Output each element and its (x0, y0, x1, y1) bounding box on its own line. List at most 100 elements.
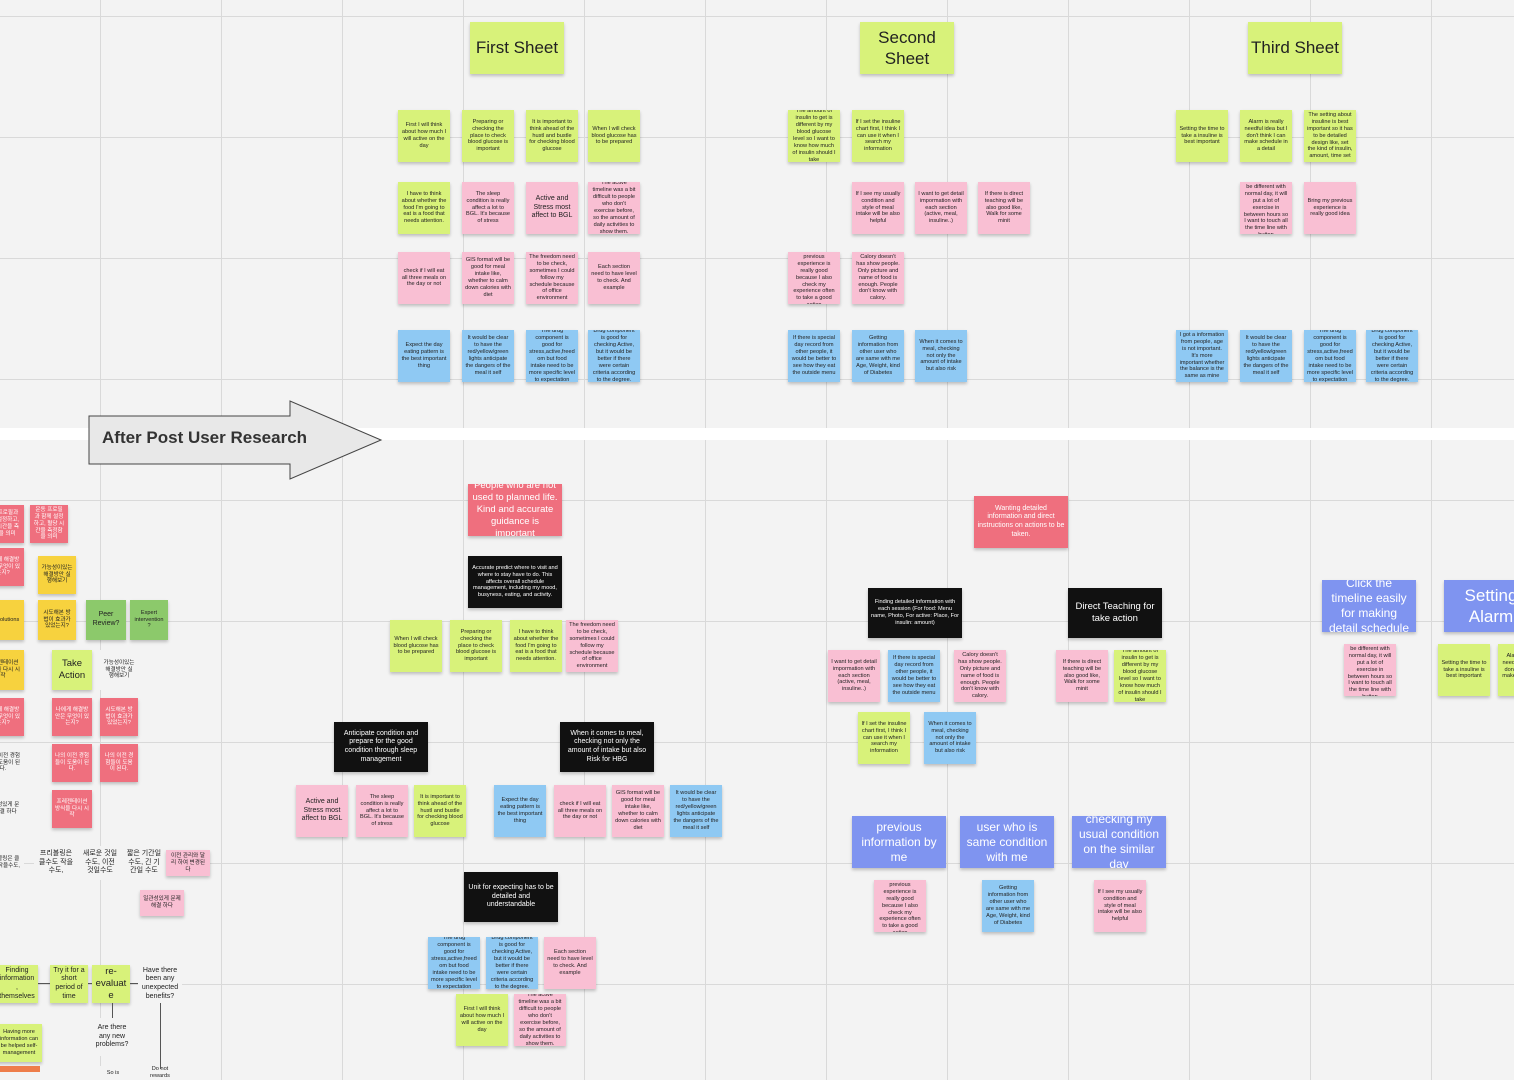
sticky-note[interactable]: It would be clear to have the red/yellow… (670, 785, 722, 837)
sticky-note[interactable]: Active and Stress most affect to BGL (526, 182, 578, 234)
cluster-heading[interactable]: Unit for expecting has to be detailed an… (464, 872, 558, 922)
sticky-note[interactable]: 운동 프로필과 함께 설정하고, 혈당 시간을 측정함을 의미 (0, 505, 24, 543)
sticky-note[interactable]: The freedom need to be check, sometimes … (526, 252, 578, 304)
sticky-note[interactable]: Each section need to have level to check… (544, 937, 596, 989)
second-sheet-heading[interactable]: Second Sheet (860, 22, 954, 74)
sticky-note[interactable]: Bring my previous experience is really g… (1304, 182, 1356, 234)
sticky-note[interactable]: The sleep condition is really affect a l… (356, 785, 408, 837)
sticky-note[interactable]: 프리볼링은 클수도 작을수도, (34, 846, 78, 880)
sticky-note[interactable]: 프레젠테이션 방식을 다시 시작 (0, 650, 24, 690)
sticky-note[interactable]: Calory doesn't has show people. Only pic… (954, 650, 1006, 702)
cluster-heading[interactable]: When it comes to meal, checking not only… (560, 722, 654, 772)
sticky-note[interactable]: If there is direct teaching will be also… (1056, 650, 1108, 702)
sticky-note[interactable]: 일관성있게 문제해결 하다 (0, 790, 24, 828)
flow-node[interactable]: Have there been any unexpected benefits? (138, 965, 182, 1003)
flow-node[interactable]: Do not rewards (140, 1066, 180, 1080)
sticky-note[interactable]: If there is direct teaching will be also… (978, 182, 1030, 234)
flow-node[interactable]: So is (98, 1066, 128, 1080)
cluster-heading[interactable]: Anticipate condition and prepare for the… (334, 722, 428, 772)
sticky-note[interactable]: First I will think about how much I will… (398, 110, 450, 162)
sticky-note[interactable]: Calory doesn't has show people. Only pic… (852, 252, 904, 304)
sticky-note[interactable]: Alarm is really needful idea but I don't… (1498, 644, 1514, 696)
flow-node[interactable]: Try it for a short period of time (50, 965, 88, 1003)
cluster-heading[interactable]: Click the timeline easily for making det… (1322, 580, 1416, 632)
sticky-note[interactable]: 시도해본 방법이 효과가 있었는지? (100, 698, 138, 736)
sticky-note[interactable]: 이전 관리와 달리 하여 변경된다 (166, 850, 210, 876)
sticky-note[interactable]: I have to think about whether the food I… (510, 620, 562, 672)
flow-node[interactable]: re-evaluate (92, 965, 130, 1003)
sticky-note[interactable]: 일관성있게 문제해결 하다 (140, 890, 184, 916)
cluster-heading[interactable]: Finding detailed information with each s… (868, 588, 962, 638)
cluster-heading[interactable]: Accurate predict where to visit and wher… (468, 556, 562, 608)
arrow-shape[interactable] (88, 400, 384, 484)
sticky-note[interactable]: Expect the day eating pattern is the bes… (398, 330, 450, 382)
sticky-note[interactable]: check if I will eat all three meals on t… (398, 252, 450, 304)
take-action-note[interactable]: Take Action (52, 650, 92, 690)
sticky-note[interactable]: If the alarms will be different with nor… (1344, 644, 1396, 696)
sticky-note[interactable]: Each section need to have level to check… (588, 252, 640, 304)
sticky-note[interactable]: Preparing or checking the place to check… (462, 110, 514, 162)
sticky-note[interactable]: The amount of insulin to get is differen… (788, 110, 840, 162)
sticky-note[interactable]: Drug component is good for checking Acti… (1366, 330, 1418, 382)
sticky-note[interactable]: Preparing or checking the place to check… (450, 620, 502, 672)
sticky-note[interactable]: Drug component is good for checking Acti… (486, 937, 538, 989)
sticky-note[interactable]: It would be clear to have the red/yellow… (1240, 330, 1292, 382)
third-sheet-heading[interactable]: Third Sheet (1248, 22, 1342, 74)
first-sheet-heading[interactable]: First Sheet (470, 22, 564, 74)
flow-node[interactable]: Are there any new problems? (92, 1018, 132, 1056)
sticky-note[interactable]: 나에게 해결방안은 무엇이 있는지? (0, 548, 24, 586)
sticky-note[interactable]: Drug component is good for checking Acti… (588, 330, 640, 382)
sticky-note[interactable]: I have to think about whether the food I… (398, 182, 450, 234)
cluster-heading[interactable]: Wanting detailed information and direct … (974, 496, 1068, 548)
sticky-note[interactable]: I want to get detail impormation with ea… (915, 182, 967, 234)
sticky-note[interactable]: It is important to think ahead of the hu… (526, 110, 578, 162)
sticky-note[interactable]: When it comes to meal, checking not only… (915, 330, 967, 382)
sticky-note[interactable]: 나의 이전 경험들이 도움이 된다. (100, 744, 138, 782)
sticky-note[interactable]: The freedom need to be check, sometimes … (566, 620, 618, 672)
sticky-note[interactable]: If the alarms will be different with nor… (1240, 182, 1292, 234)
cluster-heading[interactable]: Setting Alarm (1444, 580, 1514, 632)
sticky-note[interactable]: Expect the day eating pattern is the bes… (494, 785, 546, 837)
cluster-heading[interactable]: previous information by me (852, 816, 946, 868)
sticky-note[interactable]: Showing my previous experience is really… (874, 880, 926, 932)
sticky-note[interactable]: Getting information from other user who … (852, 330, 904, 382)
sticky-note[interactable]: The drug component is good for stress,ac… (526, 330, 578, 382)
sticky-note[interactable]: When it comes to meal, checking not only… (924, 712, 976, 764)
sticky-note[interactable]: If I set the insuline chart first, I thi… (852, 110, 904, 162)
sticky-note[interactable]: 시도해본 방법이 효과가 있었는지? (38, 600, 76, 640)
sticky-note[interactable]: 짧은 기간일 수도, 긴 기간일 수도 (122, 846, 166, 880)
sticky-note[interactable]: The sleep condition is really affect a l… (462, 182, 514, 234)
sticky-note[interactable]: 나에게 해결방안은 무엇이 있는지? (52, 698, 92, 736)
sticky-note[interactable]: The active timeline was a bit difficult … (588, 182, 640, 234)
peer-review-note[interactable]: Peer Review? (86, 600, 126, 640)
flow-node[interactable]: Finding information, themselves (0, 965, 38, 1003)
sticky-note[interactable]: 가능성이있는 해결방안 실행해보기 (38, 556, 76, 594)
sticky-note[interactable]: GIS format will be good for meal intake … (612, 785, 664, 837)
cluster-heading[interactable]: People who are not used to planned life.… (468, 484, 562, 536)
sticky-note[interactable]: Active and Stress most affect to BGL (296, 785, 348, 837)
sticky-note[interactable]: Setting the time to take a insuline is b… (1176, 110, 1228, 162)
sticky-note[interactable]: 프리볼링은 클수도 작을수도, (0, 846, 24, 880)
cluster-heading[interactable]: Direct Teaching for take action (1068, 588, 1162, 638)
sticky-note[interactable]: GIS format will be good for meal intake … (462, 252, 514, 304)
sticky-note[interactable]: Showing my previous experience is really… (788, 252, 840, 304)
sticky-note[interactable]: The drug component is good for stress,ac… (428, 937, 480, 989)
sticky-note[interactable]: When I will check blood glucose has to b… (588, 110, 640, 162)
sticky-note[interactable]: The active timeline was a bit difficult … (514, 994, 566, 1046)
cluster-heading[interactable]: user who is same condition with me (960, 816, 1054, 868)
sticky-note[interactable]: The setting about insuline is best impor… (1304, 110, 1356, 162)
sticky-note[interactable]: 가능성이있는 해결방안 실행해보기 (100, 650, 138, 690)
expert-intervention-note[interactable]: Expert intervention ? (130, 600, 168, 640)
sticky-note[interactable]: It would be clear to have the red/yellow… (462, 330, 514, 382)
sticky-note[interactable]: If there is special day record from othe… (888, 650, 940, 702)
sticky-note[interactable]: The drug component is good for stress,ac… (1304, 330, 1356, 382)
sticky-note[interactable]: If I see my usually condition and style … (852, 182, 904, 234)
sticky-note[interactable]: 나에게 해결방안은 무엇이 있는지? (0, 698, 24, 736)
flow-node[interactable]: Having more information can be helped se… (0, 1024, 42, 1062)
sticky-note[interactable]: 프레젠테이션 방식을 다시 시작 (52, 790, 92, 828)
sticky-note[interactable]: First I will think about how much I will… (456, 994, 508, 1046)
sticky-note[interactable]: If I set the insuline chart first, I thi… (858, 712, 910, 764)
sticky-note[interactable]: 새로운 것일 수도, 이전 것일수도 (78, 846, 122, 880)
cluster-heading[interactable]: checking my usual condition on the simil… (1072, 816, 1166, 868)
sticky-note[interactable]: I got a information from people, age is … (1176, 330, 1228, 382)
